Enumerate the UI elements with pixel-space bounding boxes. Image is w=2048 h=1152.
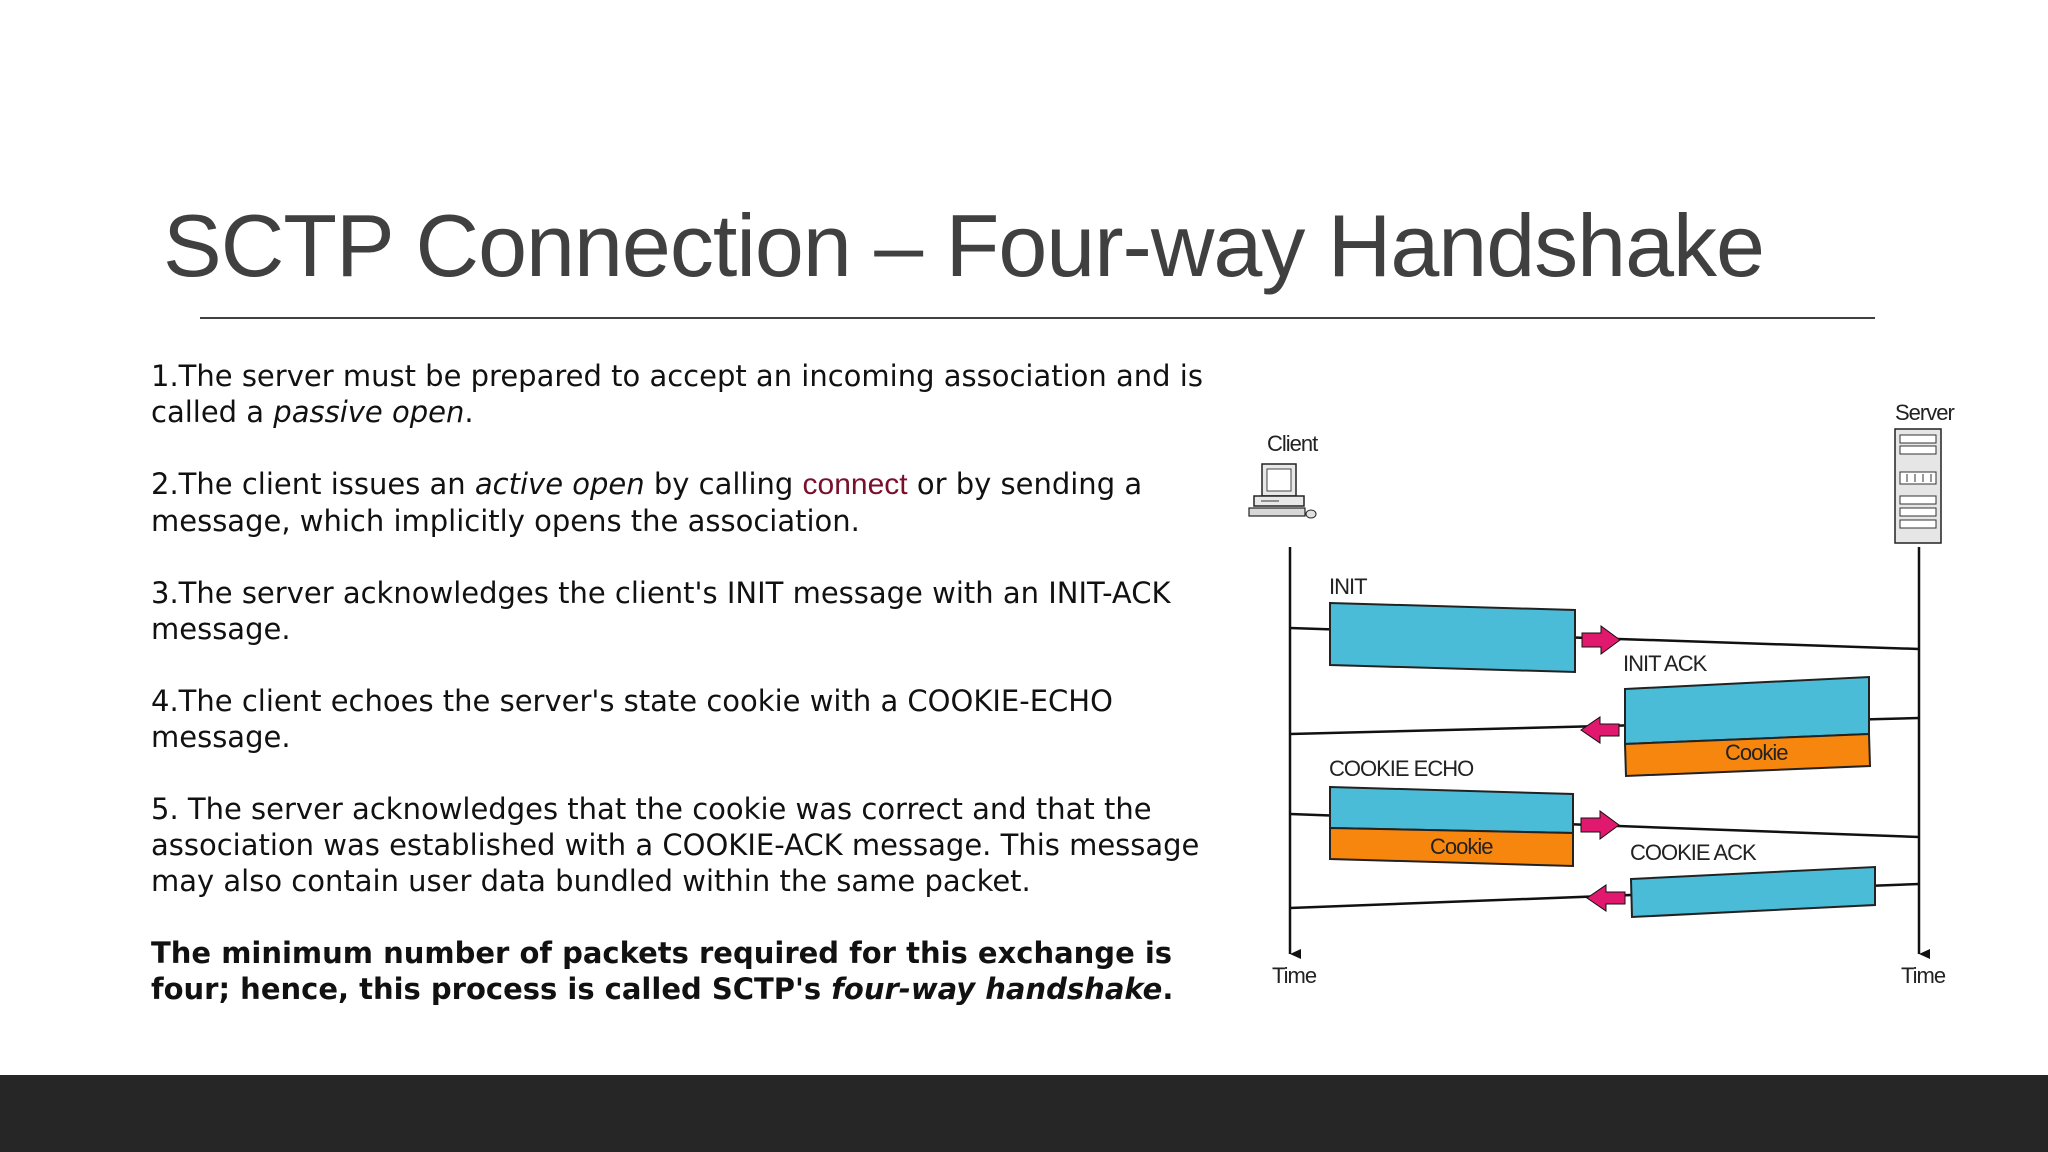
init-ack-cookie xyxy=(1623,732,1872,778)
init-ack-packet xyxy=(1624,675,1870,746)
cookie-echo-cookie-label: Cookie xyxy=(1430,834,1493,859)
point-5: 5. The server acknowledges that the cook… xyxy=(151,792,1200,898)
cookie-ack-label: COOKIE ACK xyxy=(1630,840,1757,865)
footer-bar xyxy=(0,1075,2048,1152)
title-divider xyxy=(200,317,1875,319)
point-4: 4.The client echoes the server's state c… xyxy=(151,684,1113,754)
cookie-ack-arrow xyxy=(1586,884,1626,912)
point-3: 3.The server acknowledges the client's I… xyxy=(151,576,1171,646)
client-label: Client xyxy=(1267,431,1318,456)
client-computer-icon xyxy=(1248,463,1317,519)
server-tower-icon xyxy=(1894,428,1942,544)
conclusion: The minimum number of packets required f… xyxy=(151,936,1174,1006)
init-ack-label: INIT ACK xyxy=(1623,651,1708,676)
cookie-ack-packet xyxy=(1629,865,1876,919)
server-time-label: Time xyxy=(1901,963,1946,988)
cookie-echo-arrow xyxy=(1580,810,1620,840)
init-packet xyxy=(1329,601,1576,674)
cookie-echo-label: COOKIE ECHO xyxy=(1329,756,1474,781)
handshake-diagram: Client Server Time Time INIT Cookie INIT… xyxy=(1248,400,1955,988)
init-ack-arrow xyxy=(1580,716,1620,744)
slide-body: 1.The server must be prepared to accept … xyxy=(151,358,1231,1007)
cookie-echo-packet xyxy=(1329,785,1574,835)
init-label: INIT xyxy=(1329,574,1367,599)
init-ack-cookie-label: Cookie xyxy=(1725,740,1788,765)
client-time-label: Time xyxy=(1272,963,1317,988)
slide-title: SCTP Connection – Four-way Handshake xyxy=(163,196,1765,295)
point-2: 2.The client issues an active open by ca… xyxy=(151,467,1143,538)
cookie-echo-cookie xyxy=(1329,826,1574,868)
server-label: Server xyxy=(1895,400,1954,425)
connect-keyword: connect xyxy=(802,468,908,501)
point-1: 1.The server must be prepared to accept … xyxy=(151,359,1203,429)
init-arrow xyxy=(1581,625,1621,655)
